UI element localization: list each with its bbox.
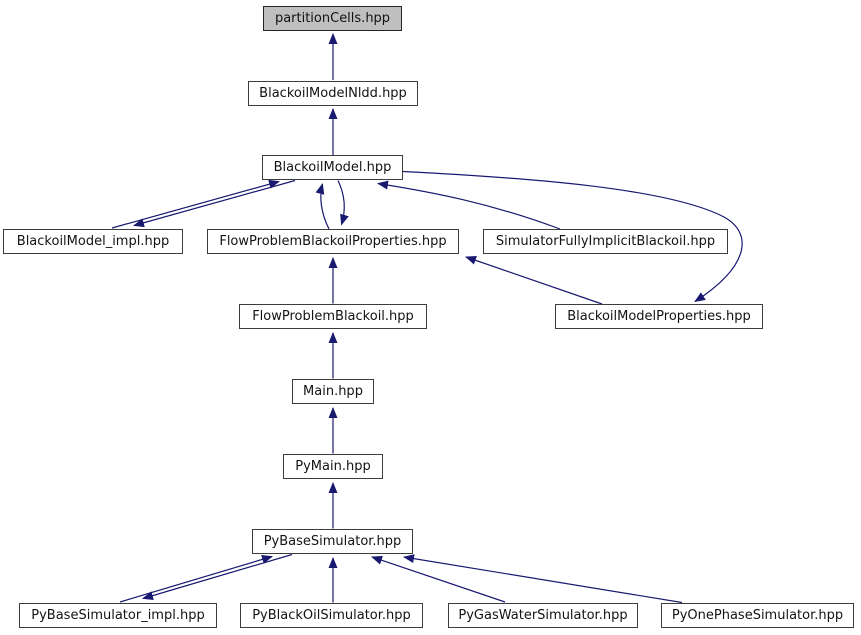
edge-simulatorfullyimplicitblackoil-to-blackoilmodel xyxy=(377,180,561,230)
node-pyonephasesimulator-hpp[interactable]: PyOnePhaseSimulator.hpp xyxy=(661,603,854,628)
node-pybasesimulator-impl-hpp[interactable]: PyBaseSimulator_impl.hpp xyxy=(19,603,217,628)
edge-pyonephasesimulator-to-pybasesimulator xyxy=(403,554,683,604)
edge-pygaswatersimulator-to-pybasesimulator xyxy=(371,555,506,603)
node-pymain-hpp[interactable]: PyMain.hpp xyxy=(283,454,383,479)
edge-blackoilmodel-to-blackoilmodelproperties xyxy=(402,170,743,303)
edge-blackoilmodel-to-flowproblemblackoilproperties xyxy=(337,180,349,226)
edge-blackoilmodel-impl-to-blackoilmodel xyxy=(111,179,280,229)
node-pybasesimulator-hpp[interactable]: PyBaseSimulator.hpp xyxy=(252,529,413,554)
node-blackoilmodelproperties-hpp[interactable]: BlackoilModelProperties.hpp xyxy=(555,304,763,329)
node-blackoilmodel-hpp[interactable]: BlackoilModel.hpp xyxy=(262,155,403,180)
node-simulatorfullyimplicitblackoil-hpp[interactable]: SimulatorFullyImplicitBlackoil.hpp xyxy=(483,229,728,254)
node-blackoilmodelnldd-hpp[interactable]: BlackoilModelNldd.hpp xyxy=(248,81,418,106)
node-partitioncells-hpp[interactable]: partitionCells.hpp xyxy=(263,6,402,31)
edge-blackoilmodelproperties-to-flowproblemblackoilproperties xyxy=(465,256,603,305)
node-main-hpp[interactable]: Main.hpp xyxy=(292,379,374,404)
node-flowproblemblackoilproperties-hpp[interactable]: FlowProblemBlackoilProperties.hpp xyxy=(207,229,459,254)
edge-flowproblemblackoilproperties-to-blackoilmodel xyxy=(315,183,330,230)
edge-blackoilmodel-to-blackoilmodel-impl xyxy=(133,179,296,228)
node-flowproblemblackoil-hpp[interactable]: FlowProblemBlackoil.hpp xyxy=(239,304,427,329)
node-blackoilmodel-impl-hpp[interactable]: BlackoilModel_impl.hpp xyxy=(3,229,183,254)
node-pygaswatersimulator-hpp[interactable]: PyGasWaterSimulator.hpp xyxy=(448,603,638,628)
edge-pybasesimulator-impl-to-pybasesimulator xyxy=(119,555,273,603)
node-pyblackoilsimulator-hpp[interactable]: PyBlackOilSimulator.hpp xyxy=(240,603,423,628)
edge-pybasesimulator-to-pybasesimulator-impl xyxy=(142,553,293,600)
